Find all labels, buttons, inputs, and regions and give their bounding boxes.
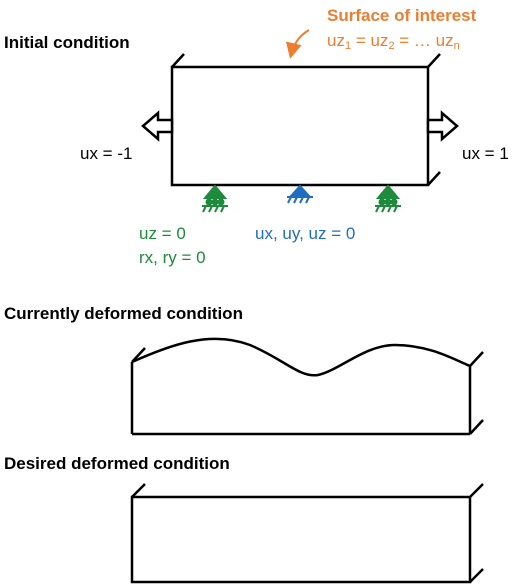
pin-support	[287, 184, 313, 204]
roller-constraint-line2: rx, ry = 0	[139, 248, 206, 267]
current-condition-heading: Currently deformed condition	[4, 304, 243, 323]
pin-constraint-label: ux, uy, uz = 0	[255, 224, 356, 243]
roller-support-right	[375, 184, 401, 213]
surface-eq-sub: 1	[344, 40, 352, 52]
surface-eq-part: = uz	[351, 31, 389, 50]
desired-deformed-block	[130, 483, 484, 584]
surface-eq-sub: 2	[388, 40, 395, 52]
surface-eq-part: = … uz	[394, 31, 454, 50]
surface-pointer-arrow	[285, 29, 310, 59]
surface-equation: uz1 = uz2 = … uzn	[327, 31, 460, 52]
initial-condition-heading: Initial condition	[4, 33, 130, 52]
surface-eq-part: uz	[327, 31, 345, 50]
roller-support-left	[202, 184, 228, 213]
left-load-arrow	[141, 110, 174, 142]
current-deformed-block	[130, 337, 484, 436]
desired-condition-heading: Desired deformed condition	[4, 454, 230, 473]
surface-of-interest-title: Surface of interest	[327, 6, 477, 25]
right-load-label: ux = 1	[462, 144, 509, 163]
left-load-label: ux = -1	[80, 144, 133, 163]
right-load-arrow	[426, 110, 459, 142]
initial-block	[170, 53, 441, 187]
roller-constraint-line1: uz = 0	[139, 224, 186, 243]
surface-eq-sub: n	[453, 40, 460, 52]
